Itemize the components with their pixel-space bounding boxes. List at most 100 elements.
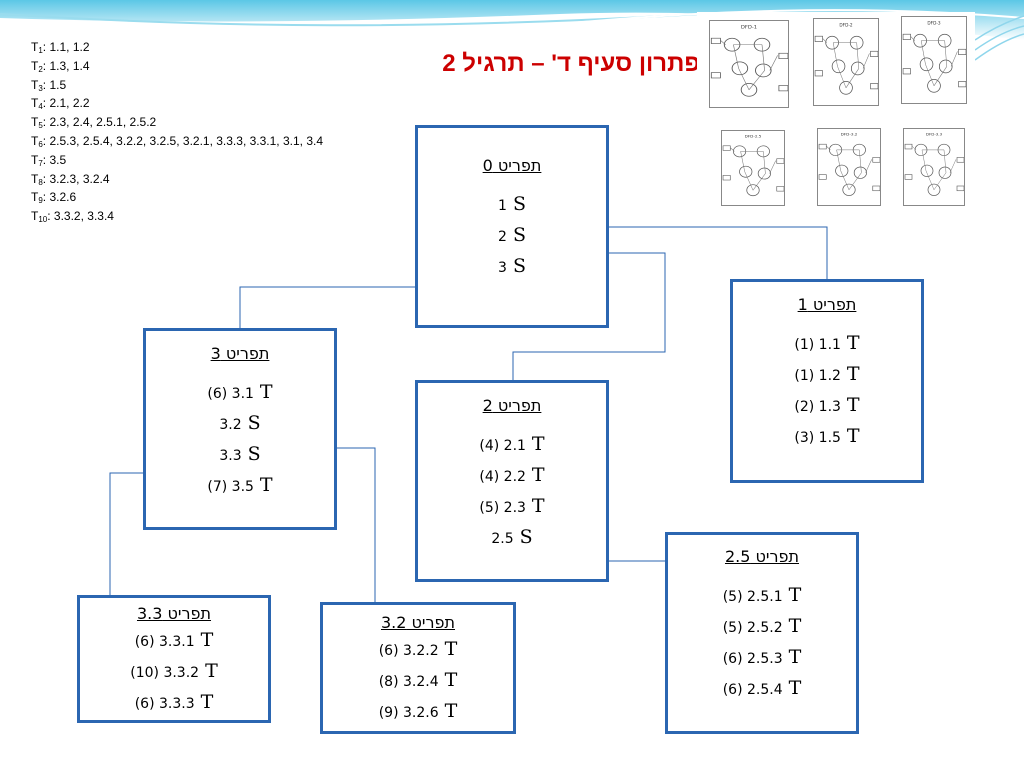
transaction-row: T2: 1.3, 1.4: [31, 59, 323, 78]
menu-item-label: (2) 1.3: [794, 399, 841, 415]
transaction-index: 2: [38, 64, 43, 74]
dfd-entity-box: [872, 185, 880, 192]
transaction-index: 9: [38, 196, 43, 206]
transaction-name: T: [31, 77, 39, 92]
menu-item-type: T: [531, 433, 545, 455]
transaction-index: 8: [38, 177, 43, 187]
transaction-row: T9: 3.2.6: [31, 190, 323, 209]
dfd-flow-line: [752, 173, 766, 191]
dfd-entity-box: [776, 186, 784, 192]
transaction-row: T10: 3.3.2, 3.3.4: [31, 209, 323, 228]
menu-item-label: (6) 3.3.3: [134, 696, 195, 712]
dfd-entity-box: [958, 48, 966, 55]
dfd-flow-line: [949, 159, 957, 173]
transaction-name: T: [31, 171, 39, 186]
dfd-flow-line: [769, 160, 776, 174]
menu-item-type: S: [512, 193, 526, 215]
dfd-entity-box: [958, 81, 966, 88]
transaction-values: : 2.1, 2.2: [42, 96, 90, 111]
dfd-flow-line: [740, 151, 745, 172]
menu-item-label: (9) 3.2.6: [378, 705, 439, 721]
dfd-flow-line: [848, 172, 862, 190]
dfd-entity-box: [814, 70, 823, 77]
dfd-flow-line: [859, 149, 862, 173]
menu-item-label: 3.2: [219, 417, 242, 433]
dfd-process-circle: [746, 184, 760, 197]
transaction-name: T: [31, 190, 39, 205]
dfd-flow-line: [832, 42, 838, 67]
menu-item-type: T: [444, 638, 458, 660]
transaction-row: T4: 2.1, 2.2: [31, 96, 323, 115]
dfd-entity-box: [956, 157, 964, 163]
menu-item-label: 1: [498, 198, 507, 214]
dfd-sketch: DFD-3.2: [818, 132, 880, 196]
dfd-thumb-3-3: DFD-3.3: [903, 128, 965, 206]
transaction-index: 3: [38, 83, 43, 93]
dfd-thumb-label: DFD-3: [927, 21, 941, 27]
menu-item-label: (5) 2.5.1: [722, 589, 783, 605]
dfd-flow-line: [943, 149, 947, 173]
dfd-flow-line: [862, 53, 870, 69]
dfd-entity-box: [776, 158, 784, 164]
dfd-flow-line: [733, 44, 739, 69]
dfd-thumb-1: DFD-1: [709, 20, 789, 108]
dfd-entity-box: [902, 68, 911, 75]
transaction-row: T7: 3.5: [31, 153, 323, 172]
dfd-process-circle: [831, 59, 846, 74]
menu-item-label: (3) 1.5: [794, 430, 841, 446]
dfd-entity-box: [818, 174, 827, 180]
dfd-flow-line: [744, 171, 754, 191]
dfd-flow-line: [921, 149, 927, 171]
menu-2-header: תפריט 2: [482, 396, 542, 415]
menu-item-type: T: [788, 584, 802, 606]
dfd-flow-line: [865, 159, 872, 173]
menu-item-type: T: [846, 394, 860, 416]
transaction-values: : 3.5: [42, 152, 67, 167]
dfd-entity-box: [818, 143, 827, 150]
dfd-entity-box: [814, 35, 823, 42]
transaction-values: : 3.2.6: [42, 190, 77, 205]
dfd-thumb-label: DFD-1: [741, 25, 757, 30]
dfd-thumb-3-2: DFD-3.2: [817, 128, 881, 206]
dfd-flow-line: [933, 172, 947, 190]
dfd-flow-line: [840, 170, 850, 190]
dfd-process-circle: [850, 61, 865, 76]
menu-item-type: T: [788, 677, 802, 699]
transaction-row: T5: 2.3, 2.4, 2.5.1, 2.5.2: [31, 115, 323, 134]
menu-item-type: T: [259, 474, 273, 496]
dfd-flow-line: [748, 70, 765, 90]
dfd-flow-line: [950, 51, 958, 67]
menu-item-label: (4) 2.1: [479, 438, 526, 454]
menu-item-type: T: [200, 629, 214, 651]
dfd-thumb-3: DFD-3: [901, 16, 967, 104]
dfd-flow-line: [826, 145, 831, 151]
menu-item-type: S: [512, 224, 526, 246]
menu-1-header: תפריט 1: [797, 295, 857, 314]
dfd-entity-box: [778, 52, 788, 59]
menu-item-label: (6) 3.2.2: [378, 643, 439, 659]
menu-item-type: T: [788, 615, 802, 637]
dfd-entity-box: [904, 174, 913, 180]
dfd-flow-line: [845, 68, 860, 88]
dfd-sketch: DFD-2: [814, 23, 878, 95]
dfd-thumb-label: DFD-2.5: [745, 134, 762, 139]
dfd-flow-line: [769, 55, 778, 71]
transaction-name: T: [31, 152, 39, 167]
menu-item-label: (5) 2.5.2: [722, 620, 783, 636]
menu-3-3-header: תפריט 3.3: [136, 604, 212, 623]
dfd-sketch: DFD-3: [902, 21, 966, 93]
transaction-index: 6: [38, 139, 43, 149]
